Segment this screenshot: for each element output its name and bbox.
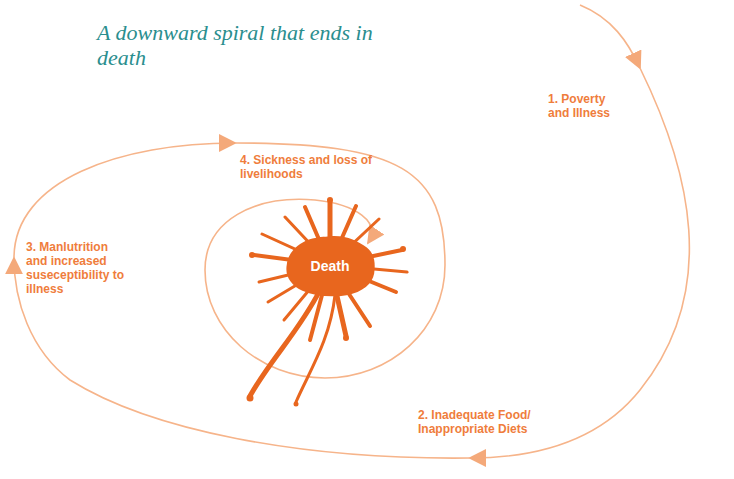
splat-dots: [247, 197, 407, 407]
spiral-line: [14, 5, 689, 458]
splat-blob: [286, 236, 374, 296]
stage-label: 3. Manlutrition and increased suseceptib…: [26, 240, 130, 296]
stage-label: 4. Sickness and loss of livelihoods: [240, 153, 390, 181]
stage-label: 1. Poverty and Illness: [548, 92, 628, 120]
stage-label: 2. Inadequate Food/ Inappropriate Diets: [418, 408, 578, 436]
node-label: Death: [311, 258, 350, 274]
death-splat: Death: [284, 235, 376, 297]
diagram-title: A downward spiral that ends in death: [97, 20, 387, 70]
splat-rays: [250, 202, 407, 402]
